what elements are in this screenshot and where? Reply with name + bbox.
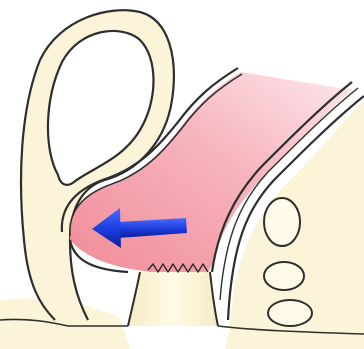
exit-band (128, 272, 218, 326)
vertebra-top (264, 198, 300, 246)
vertebra-bottom (268, 300, 312, 326)
vertebra-middle (264, 262, 304, 290)
